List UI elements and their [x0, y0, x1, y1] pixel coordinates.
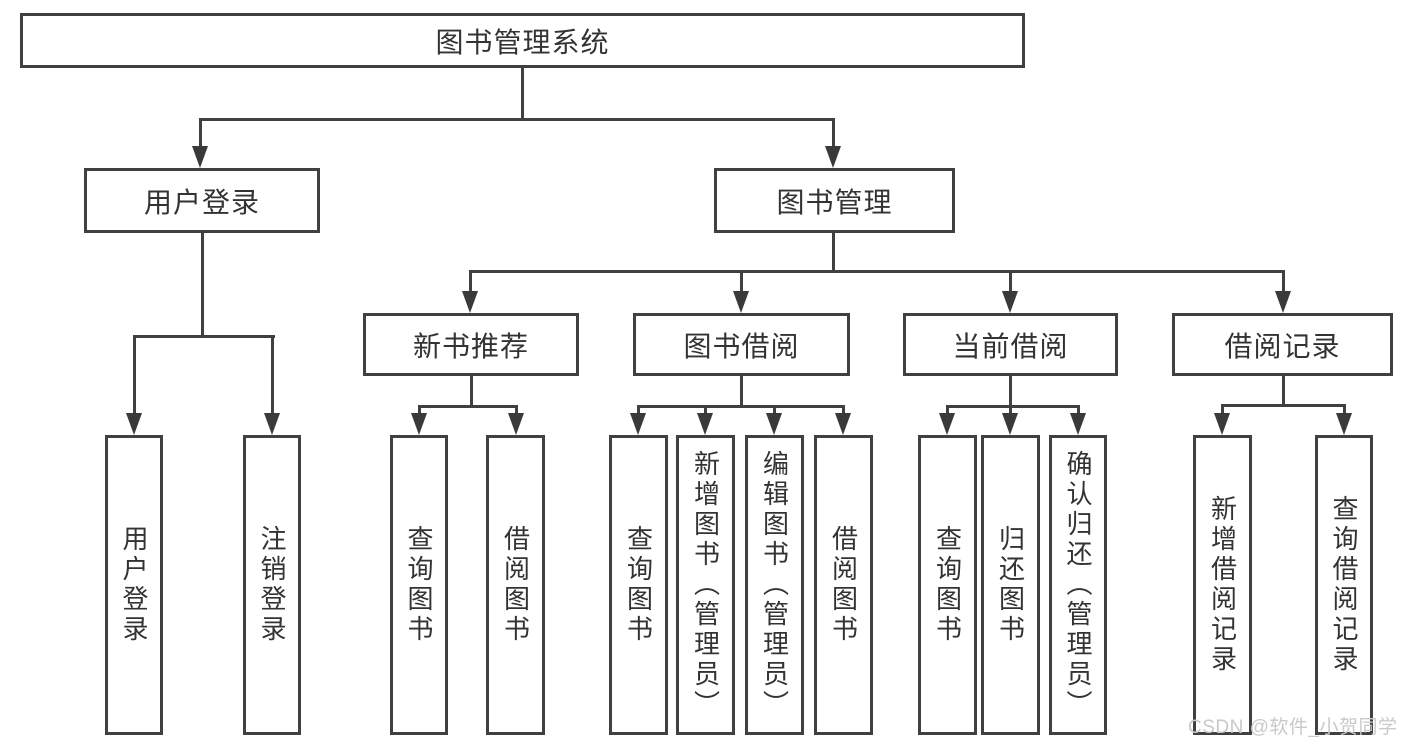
connector-line [637, 405, 845, 408]
connector-line [271, 335, 274, 415]
connector-line [773, 405, 776, 415]
connector-arrowhead [1002, 413, 1018, 435]
leaf-query-books-recommend: 查询图书 [390, 435, 448, 735]
connector-line [1221, 404, 1224, 415]
connector-arrowhead [508, 413, 524, 435]
connector-arrowhead [697, 413, 713, 435]
connector-line [470, 376, 473, 408]
connector-line [201, 233, 204, 338]
leaf-return-books: 归还图书 [981, 435, 1040, 735]
leaf-add-borrow-record: 新增借阅记录 [1193, 435, 1252, 735]
connector-line [637, 405, 640, 415]
leaf-edit-books-admin: 编辑图书（管理员） [745, 435, 804, 735]
leaf-add-books-admin: 新增图书（管理员） [676, 435, 735, 735]
connector-line [199, 118, 202, 148]
connector-line [946, 405, 1080, 408]
connector-arrowhead [835, 413, 851, 435]
connector-line [1343, 404, 1346, 415]
connector-arrowhead [825, 146, 841, 168]
connector-arrowhead [939, 413, 955, 435]
connector-line [133, 335, 136, 415]
node-book-management: 图书管理 [714, 168, 955, 233]
leaf-query-books-current: 查询图书 [918, 435, 977, 735]
node-current-borrowing: 当前借阅 [903, 313, 1118, 376]
leaf-query-borrow-record: 查询借阅记录 [1315, 435, 1373, 735]
connector-line [1077, 405, 1080, 415]
connector-arrowhead [192, 146, 208, 168]
connector-arrowhead [126, 413, 142, 435]
connector-arrowhead [264, 413, 280, 435]
connector-line [740, 270, 743, 293]
node-user-login: 用户登录 [84, 168, 320, 233]
connector-line [418, 405, 421, 415]
connector-arrowhead [1002, 291, 1018, 313]
connector-line [515, 405, 518, 415]
connector-line [469, 270, 472, 293]
leaf-borrow-books-recommend: 借阅图书 [486, 435, 545, 735]
connector-line [832, 233, 835, 273]
connector-line [1009, 376, 1012, 408]
connector-line [1221, 404, 1346, 407]
connector-line [1009, 405, 1012, 415]
connector-line [1282, 270, 1285, 293]
connector-line [1282, 376, 1285, 407]
node-new-book-recommendation: 新书推荐 [363, 313, 579, 376]
connector-line [521, 68, 524, 121]
connector-arrowhead [1214, 413, 1230, 435]
connector-arrowhead [733, 291, 749, 313]
connector-arrowhead [462, 291, 478, 313]
connector-line [133, 335, 275, 338]
connector-line [740, 376, 743, 408]
connector-arrowhead [1070, 413, 1086, 435]
connector-arrowhead [1336, 413, 1352, 435]
connector-arrowhead [1275, 291, 1291, 313]
node-book-borrowing: 图书借阅 [633, 313, 850, 376]
leaf-borrow-books-borrow: 借阅图书 [814, 435, 873, 735]
connector-line [832, 118, 835, 148]
connector-line [704, 405, 707, 415]
leaf-confirm-return-admin: 确认归还（管理员） [1049, 435, 1107, 735]
connector-line [199, 118, 835, 121]
leaf-logout-login: 注销登录 [243, 435, 301, 735]
leaf-query-books-borrow: 查询图书 [609, 435, 668, 735]
connector-arrowhead [766, 413, 782, 435]
connector-arrowhead [630, 413, 646, 435]
connector-arrowhead [411, 413, 427, 435]
node-library-management-system: 图书管理系统 [20, 13, 1025, 68]
node-borrowing-records: 借阅记录 [1172, 313, 1393, 376]
connector-line [842, 405, 845, 415]
csdn-watermark: CSDN @软件_小贺同学 [1188, 717, 1398, 738]
connector-line [418, 405, 518, 408]
connector-line [946, 405, 949, 415]
leaf-user-login: 用户登录 [105, 435, 163, 735]
connector-line [1009, 270, 1012, 293]
connector-line [469, 270, 1285, 273]
